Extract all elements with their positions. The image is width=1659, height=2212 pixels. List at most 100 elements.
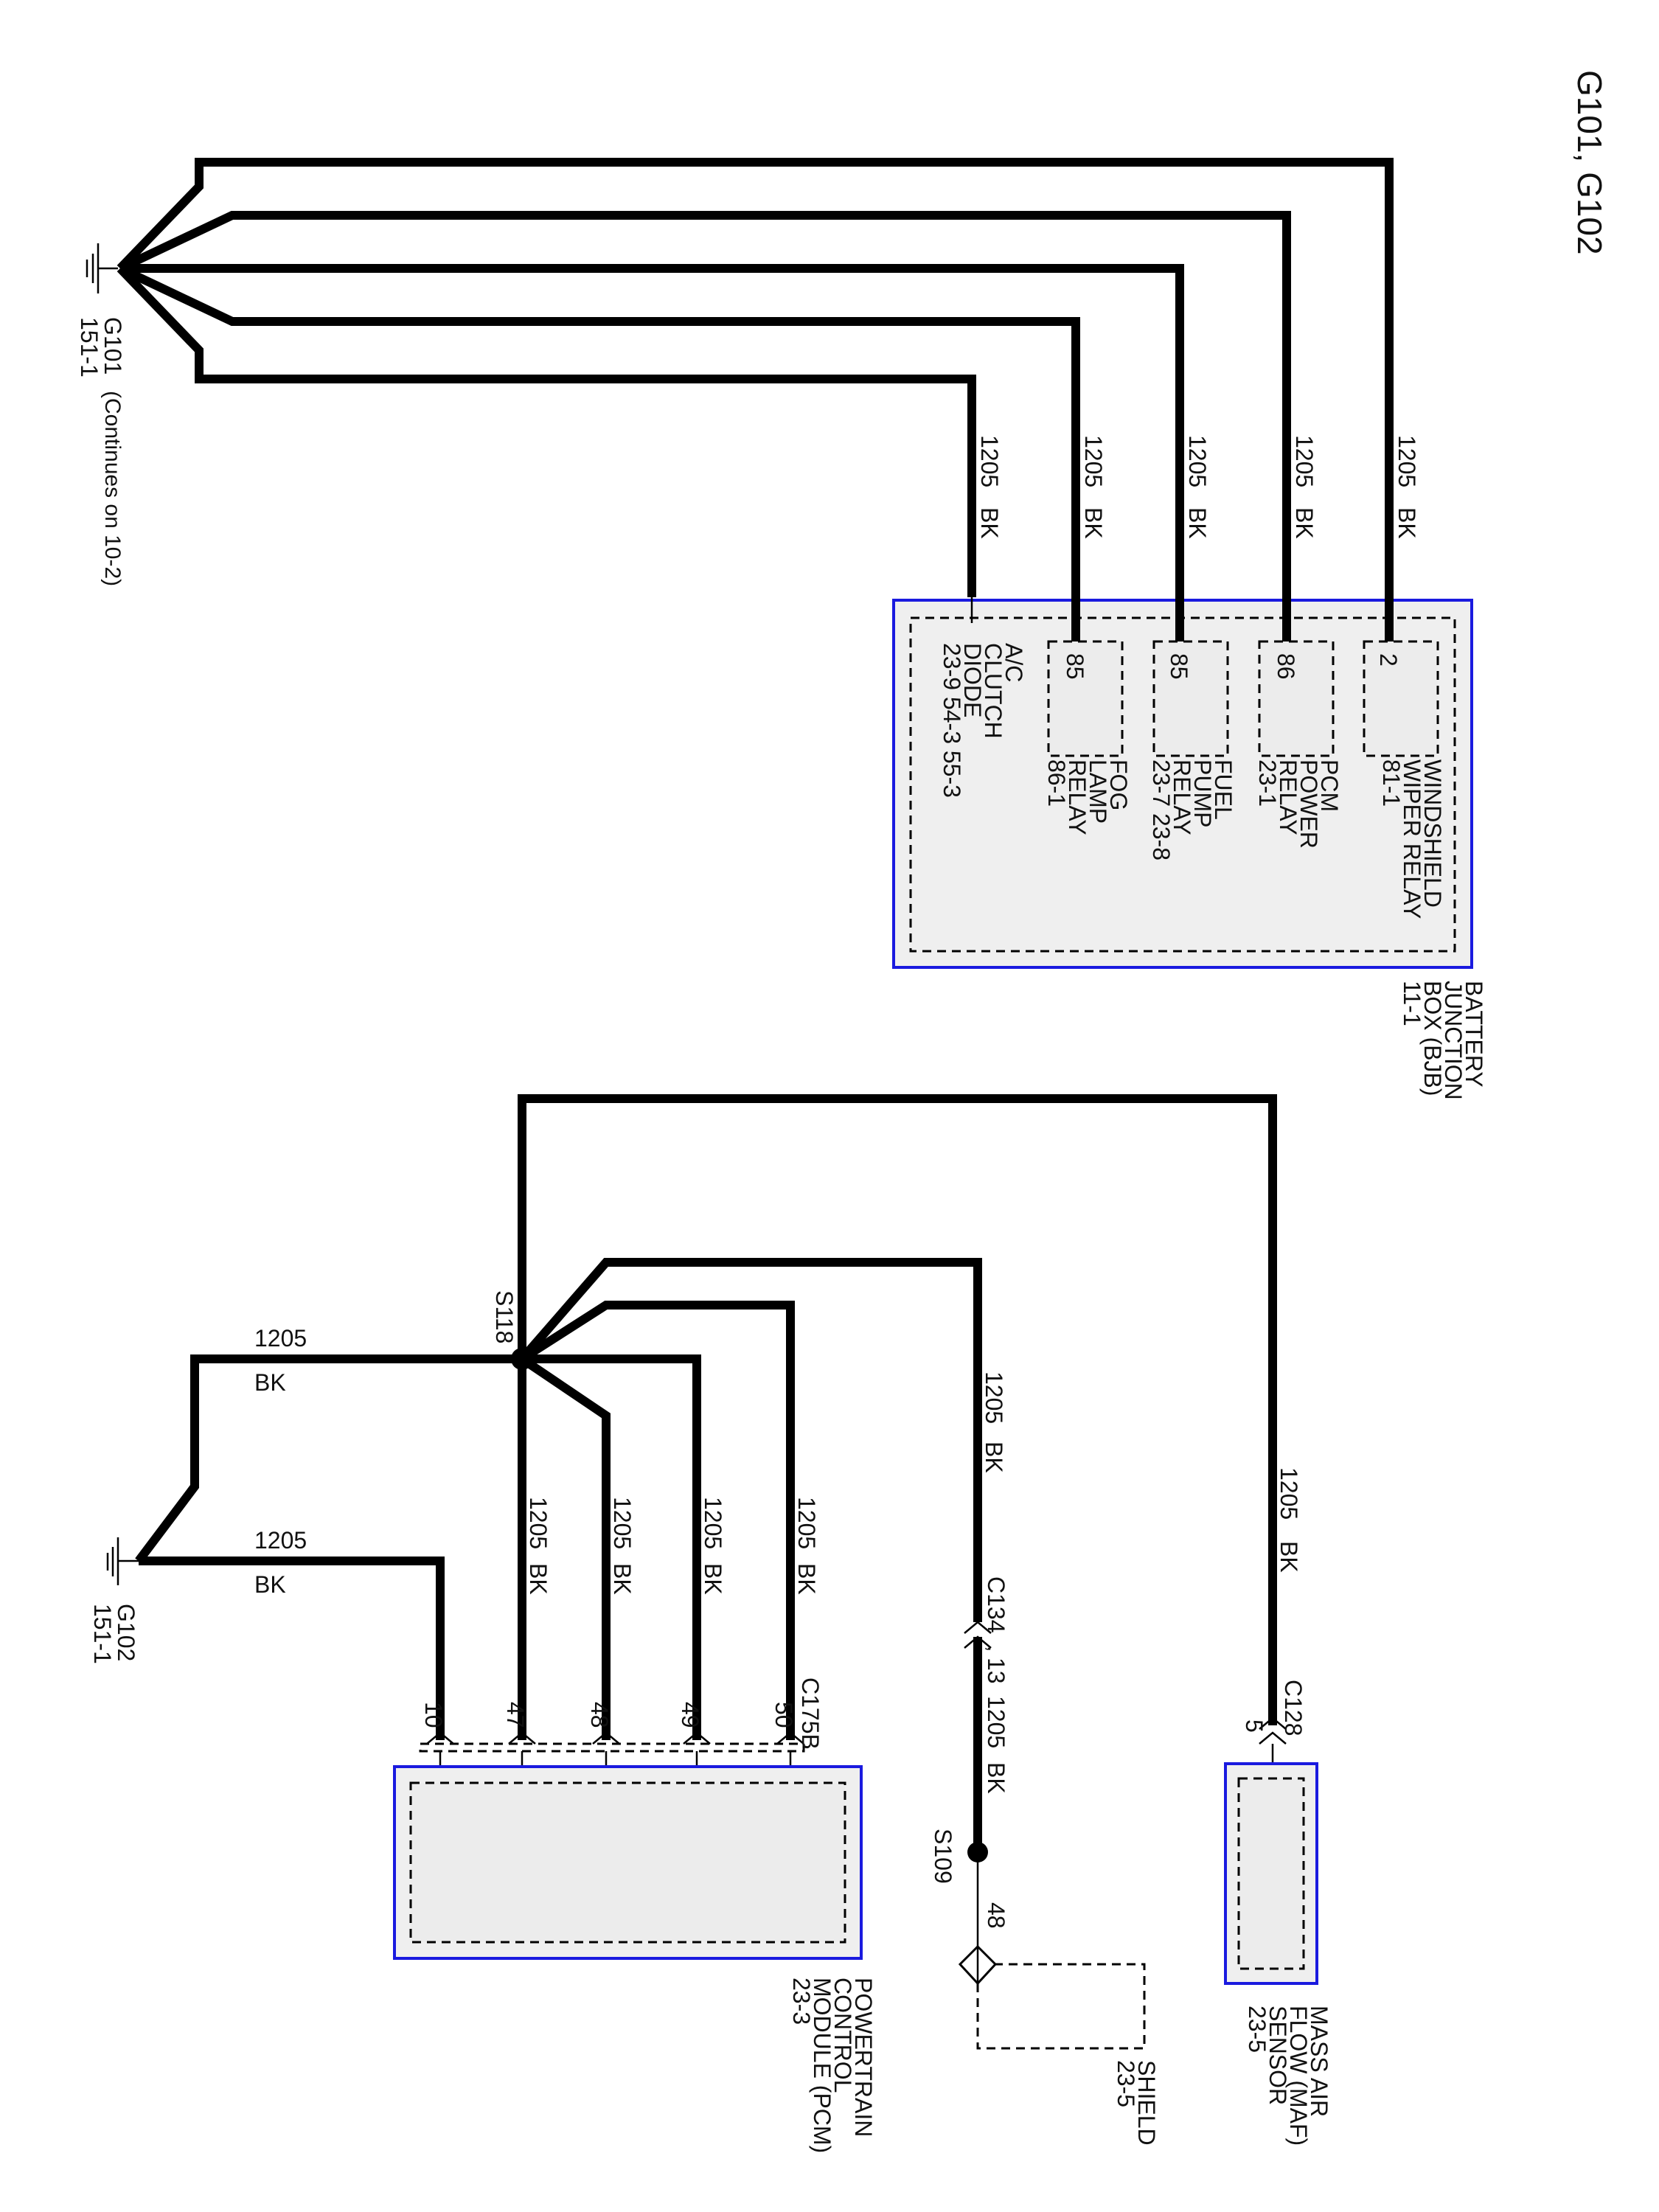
wire-label-color: BK bbox=[1080, 507, 1107, 539]
wire-label-color: BK bbox=[254, 1369, 286, 1396]
wire-label-circuit: 1205 bbox=[1291, 435, 1318, 487]
wire-label-circuit: 1205 bbox=[525, 1497, 552, 1549]
wire-label-color: BK bbox=[983, 1762, 1009, 1794]
wire-label-color: BK bbox=[1276, 1541, 1302, 1573]
wire-label-color: BK bbox=[1291, 507, 1318, 539]
splice-s118-dot bbox=[511, 1348, 533, 1370]
svg-text:11-1: 11-1 bbox=[1399, 981, 1425, 1026]
svg-text:LAMP: LAMP bbox=[1085, 759, 1111, 824]
wire-label-circuit: 1205 bbox=[983, 1696, 1009, 1748]
wire-s118-g102 bbox=[135, 1354, 522, 1564]
relay-pin: 86 bbox=[1273, 653, 1299, 680]
maf-label: MASS AIR FLOW (MAF) SENSOR 23-5 bbox=[1244, 2006, 1332, 2146]
wire-label-circuit: 1205 bbox=[1394, 435, 1420, 487]
wire-g101-fog-lamp bbox=[118, 264, 1080, 597]
svg-text:SHIELD: SHIELD bbox=[1133, 2060, 1160, 2146]
relay-pin: 85 bbox=[1166, 653, 1192, 680]
svg-text:RELAY: RELAY bbox=[1169, 759, 1195, 835]
svg-text:DIODE: DIODE bbox=[959, 643, 986, 717]
wire-label-circuit: 1205 bbox=[254, 1325, 307, 1352]
c134-separator: , bbox=[983, 1646, 1007, 1652]
wire-g101-ac-clutch bbox=[116, 265, 976, 597]
pcm-inner bbox=[409, 1781, 846, 1944]
wire-label-circuit: 1205 bbox=[700, 1497, 726, 1549]
svg-text:FOG: FOG bbox=[1105, 759, 1132, 810]
wire-label-circuit: 1205 bbox=[793, 1497, 820, 1549]
svg-text:POWERTRAIN: POWERTRAIN bbox=[850, 1978, 877, 2137]
wire-label-circuit: 1205 bbox=[254, 1527, 307, 1554]
pcm-pin: 47 bbox=[502, 1702, 529, 1728]
relay-label-fuel-pump: FUEL PUMP RELAY 23-7 23-8 bbox=[1148, 759, 1237, 860]
svg-text:23-9 54-3 55-3: 23-9 54-3 55-3 bbox=[939, 643, 965, 798]
svg-text:MASS AIR: MASS AIR bbox=[1306, 2006, 1332, 2117]
pcm-pin: 48 bbox=[586, 1702, 613, 1728]
splice-s109-label: S109 bbox=[930, 1829, 956, 1884]
wire-g101-windshield-wiper bbox=[116, 158, 1394, 597]
svg-text:CONTROL: CONTROL bbox=[830, 1978, 856, 2093]
wire-label-color: BK bbox=[793, 1563, 820, 1595]
relay-pcm-power bbox=[1258, 640, 1335, 757]
wire-label-color: BK bbox=[976, 507, 1003, 539]
ground-g101 bbox=[86, 243, 118, 293]
svg-text:BATTERY: BATTERY bbox=[1461, 981, 1487, 1088]
c134-pin: 13 bbox=[983, 1658, 1009, 1684]
wire-label-color: BK bbox=[525, 1563, 552, 1595]
relay-pin: 85 bbox=[1062, 653, 1088, 680]
wire-s118-c134 bbox=[518, 1258, 982, 1622]
diode-label-ac-clutch: A/C CLUTCH DIODE 23-9 54-3 55-3 bbox=[939, 643, 1027, 798]
g101-name: G101 bbox=[100, 317, 126, 375]
svg-text:SENSOR: SENSOR bbox=[1265, 2006, 1291, 2105]
wire-labels-top: 1205 BK 1205 BK 1205 BK 1205 BK 1205 BK bbox=[976, 435, 1420, 539]
svg-text:FUEL: FUEL bbox=[1210, 759, 1237, 820]
svg-text:86-1: 86-1 bbox=[1043, 759, 1070, 807]
wire-label-color: BK bbox=[254, 1571, 286, 1598]
c128-pin: 5 bbox=[1241, 1719, 1267, 1733]
svg-text:WIPER RELAY: WIPER RELAY bbox=[1399, 759, 1425, 919]
wire-label-color: BK bbox=[700, 1563, 726, 1595]
svg-text:23-5: 23-5 bbox=[1244, 2006, 1270, 2053]
c128-name: C128 bbox=[1280, 1680, 1307, 1736]
ground-g102 bbox=[106, 1537, 140, 1585]
relay-label-windshield-wiper: WINDSHIELD WIPER RELAY 81-1 bbox=[1378, 759, 1446, 919]
connector-c128 bbox=[1259, 1717, 1287, 1745]
svg-text:PCM: PCM bbox=[1316, 759, 1343, 812]
g102-name: G102 bbox=[113, 1604, 139, 1661]
page-title: G101, G102 bbox=[1571, 70, 1609, 255]
svg-text:BOX (BJB): BOX (BJB) bbox=[1419, 981, 1446, 1096]
relay-pin: 2 bbox=[1375, 653, 1402, 667]
pcm-pin: 49 bbox=[677, 1702, 703, 1728]
bjb-label: BATTERY JUNCTION BOX (BJB) 11-1 bbox=[1399, 981, 1487, 1100]
maf-inner bbox=[1237, 1777, 1305, 1970]
wire-labels-lower: 1205 BK 1205 BK 1205 BK 1205 BK 1205 BK … bbox=[254, 1325, 1302, 1598]
svg-text:FLOW (MAF): FLOW (MAF) bbox=[1285, 2006, 1312, 2146]
pcm-pin: 50 bbox=[771, 1702, 797, 1728]
relay-fog-lamp bbox=[1047, 640, 1124, 757]
svg-text:MODULE (PCM): MODULE (PCM) bbox=[809, 1978, 835, 2153]
wire-label-color: BK bbox=[1394, 507, 1420, 539]
svg-text:A/C: A/C bbox=[1001, 643, 1027, 682]
wire-label-circuit: 1205 bbox=[981, 1371, 1007, 1424]
wire-label-circuit: 1205 bbox=[609, 1497, 636, 1549]
c175b-name: C175B bbox=[797, 1677, 824, 1750]
wire-s118-maf bbox=[518, 1094, 1277, 1725]
wire-g101-pcm-power bbox=[118, 211, 1291, 597]
relay-label-fog-lamp: FOG LAMP RELAY 86-1 bbox=[1043, 759, 1132, 835]
svg-text:23-1: 23-1 bbox=[1254, 759, 1281, 807]
wire-label-circuit: 1205 bbox=[1184, 435, 1211, 487]
svg-text:JUNCTION: JUNCTION bbox=[1440, 981, 1467, 1100]
wire-s118-pin49 bbox=[522, 1354, 701, 1740]
c134-name: C134 bbox=[983, 1576, 1009, 1633]
g101-ref: 151-1 bbox=[76, 317, 102, 378]
svg-text:WINDSHIELD: WINDSHIELD bbox=[1419, 759, 1446, 908]
relay-windshield-wiper bbox=[1363, 640, 1439, 757]
wire-label-circuit: 1205 bbox=[1276, 1467, 1302, 1520]
pcm-label: POWERTRAIN CONTROL MODULE (PCM) 23-3 bbox=[788, 1978, 877, 2153]
svg-text:23-5: 23-5 bbox=[1113, 2060, 1139, 2107]
wire-label-circuit: 1205 bbox=[1080, 435, 1107, 487]
pcm-pin: 10 bbox=[420, 1702, 447, 1728]
svg-text:81-1: 81-1 bbox=[1378, 759, 1405, 807]
svg-text:PUMP: PUMP bbox=[1189, 759, 1216, 827]
svg-text:23-3: 23-3 bbox=[788, 1978, 815, 2025]
relay-label-pcm-power: PCM POWER RELAY 23-1 bbox=[1254, 759, 1343, 849]
